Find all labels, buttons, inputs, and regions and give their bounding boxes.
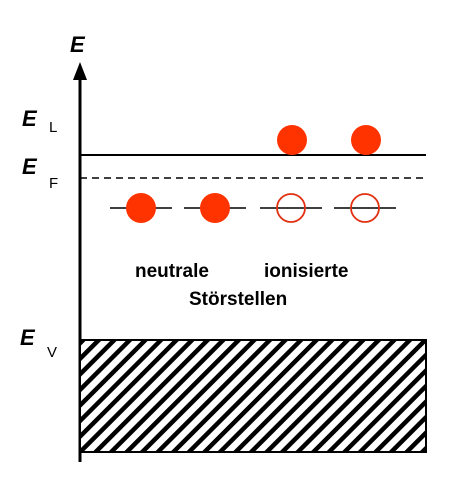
caption-neutral: neutrale	[135, 261, 209, 282]
neutral-impurity-electron-2	[200, 193, 230, 223]
caption-ionized: ionisierte	[264, 261, 348, 282]
caption-impurities: Störstellen	[189, 289, 287, 310]
conduction-level-label: E	[22, 106, 38, 131]
energy-axis-label: E	[70, 32, 86, 57]
conduction-level-subscript: L	[49, 119, 57, 136]
conduction-electron-2	[351, 125, 381, 155]
conduction-electron-1	[277, 125, 307, 155]
neutral-impurity-electron-1	[126, 193, 156, 223]
valence-level-label: E	[20, 325, 36, 350]
energy-axis-arrowhead	[73, 62, 87, 80]
ionized-impurity-hollow-2	[350, 193, 380, 223]
valence-level-subscript: V	[47, 344, 57, 361]
ionized-impurity-hollow-1	[276, 193, 306, 223]
valence-band-hatched	[79, 339, 427, 453]
fermi-level-label: E	[22, 154, 38, 179]
fermi-level-subscript: F	[49, 175, 58, 192]
